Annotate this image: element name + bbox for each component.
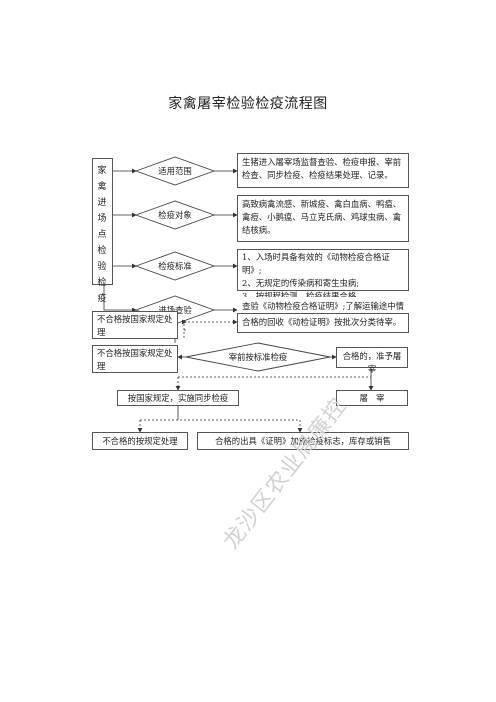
diamond-label-scope: 适用范围 — [158, 166, 192, 176]
reject-box-1: 不合格按国家规定处理 — [92, 311, 178, 339]
entry-inspection-box: 家禽进场点检验检疫 — [92, 158, 113, 304]
pass-slaughter-box: 合格的，准予屠宰 — [336, 347, 408, 374]
standard-line-1: 1、入场时具备有效的《动物检疫合格证明》; — [242, 252, 390, 275]
diamond-label-entry-check: 进场查验 — [158, 305, 192, 315]
diamond-label-pre-slaughter: 宰前按标准检疫 — [228, 352, 288, 362]
reject-box-3: 不合格的按规定处理 — [92, 432, 188, 450]
standard-line-3: 3、按规程检测、检疫结果合格。 — [242, 291, 365, 301]
diamond-label-standard: 检疫标准 — [158, 261, 192, 271]
scope-box: 生猪进入屠宰场监督查验、检疫申报、宰前检查、同步检疫、检疫结果处理、记录。 — [237, 153, 409, 188]
slaughter-box: 屠 宰 — [336, 390, 408, 406]
standard-box: 1、入场时具备有效的《动物检疫合格证明》; 2、无规定的传染病和寄生虫病; 3、… — [237, 249, 409, 301]
page-title: 家禽屠宰检验检疫流程图 — [168, 96, 328, 112]
reject-box-2: 不合格按国家规定处理 — [92, 345, 178, 373]
pass-sell-box: 合格的出具《证明》加施检疫标志，库存或销售 — [197, 432, 409, 450]
sync-inspection-box: 按国家规定，实施同步检疫 — [117, 390, 239, 406]
objects-box: 高致病禽流感、新城疫、禽白血病、鸭瘟、禽痘、小鹅瘟、马立克氏病、鸡球虫病、禽结核… — [237, 195, 409, 242]
standard-line-2: 2、无规定的传染病和寄生虫病; — [242, 278, 360, 288]
diamond-label-objects: 检疫对象 — [158, 210, 192, 220]
pass-recall-box: 合格的回收《动检证明》按批次分类待宰。 — [237, 313, 409, 333]
entry-inspection-label: 家禽进场点检验检疫 — [97, 166, 107, 304]
